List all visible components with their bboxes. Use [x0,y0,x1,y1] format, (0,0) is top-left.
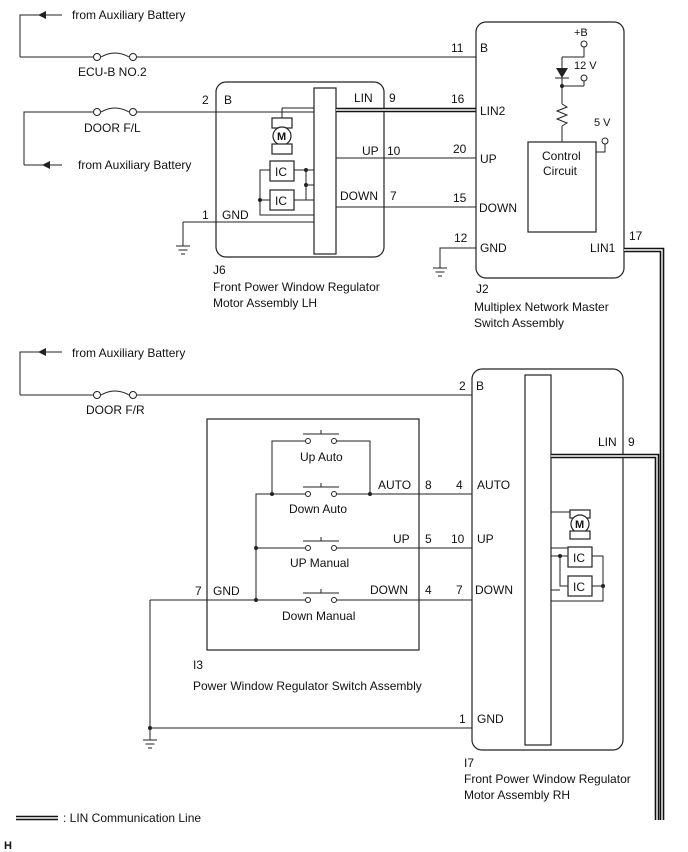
j6-ic-2-label: IC [275,194,287,208]
i7-pin-lin: 9 [628,435,635,449]
j6-name-line1: Front Power Window Regulator [213,280,380,294]
j2-label-down: DOWN [479,201,517,215]
motor-icon [271,117,293,155]
j6-ecu-bar [313,87,337,255]
i7-pin-b: 2 [459,379,466,393]
ground-icon [176,245,190,255]
door-fr-feed [19,348,525,399]
i7-label-b: B [476,379,484,393]
i7-label-auto: AUTO [477,478,510,492]
legend-label: : LIN Communication Line [63,811,201,825]
i7-label-up: UP [477,532,494,546]
from-aux-battery-label-3: from Auxiliary Battery [72,346,185,360]
i3-name: Power Window Regulator Switch Assembly [193,679,422,693]
i7-ic-2-label: IC [573,580,585,594]
ground-icon [143,739,157,749]
j2-label-gnd: GND [480,241,507,255]
i7-label-gnd: GND [477,712,504,726]
i3-label-up: UP [393,532,410,546]
i3-pin-down: 4 [425,583,432,597]
j6-label-gnd: GND [222,208,249,222]
j2-label-lin2: LIN2 [480,104,506,118]
j6-label-lin: LIN [354,91,373,105]
switch-up-manual [303,537,339,551]
i7-motor-label: M [575,519,584,531]
resistor-icon [555,103,569,127]
i7-pin-auto: 4 [456,478,463,492]
switch-down-manual [303,589,339,603]
i7-ecu-bar [524,374,552,746]
i7-pin-down: 7 [456,583,463,597]
fuse-ecub-label: ECU-B NO.2 [78,65,147,79]
j2-label-b: B [480,41,488,55]
i3-switch-box [206,418,420,651]
door-fl-feed [23,107,314,169]
j2-label-lin1: LIN1 [590,241,616,255]
i3-label-gnd: GND [213,584,240,598]
i7-label-down: DOWN [475,583,513,597]
i7-ic-1 [567,546,593,568]
j2-5v-label: 5 V [594,117,611,129]
j2-name-line1: Multiplex Network Master [474,300,609,314]
sw-down-manual-label: Down Manual [282,609,355,623]
j6-ic-1 [269,160,295,182]
i3-label-down: DOWN [370,583,408,597]
j6-label-up: UP [362,144,379,158]
sw-down-auto-label: Down Auto [289,502,347,516]
switch-up-auto [303,430,339,444]
i7-pin-up: 10 [451,532,465,546]
j6-label-b: B [224,93,232,107]
j6-pin-b: 2 [202,93,209,107]
j6-ic-1-label: IC [275,165,287,179]
i3-id: I3 [193,658,203,672]
i3-label-auto: AUTO [378,478,411,492]
motor-icon [569,509,591,540]
i7-name-line2: Motor Assembly RH [464,788,570,802]
aux-battery-feed-ecub [19,11,476,61]
j6-name-line2: Motor Assembly LH [213,296,317,310]
j2-control-line2: Circuit [543,164,578,178]
switch-down-auto [303,483,339,497]
j2-control-circuit [527,141,597,233]
j2-pin-down: 15 [453,191,467,205]
fuse-door-fl-label: DOOR F/L [84,121,141,135]
i7-pin-gnd: 1 [459,712,466,726]
i7-name-line1: Front Power Window Regulator [464,772,631,786]
j2-pin-up: 20 [453,142,467,156]
j6-label-down: DOWN [340,189,378,203]
j2-pin-lin2: 16 [451,92,465,106]
j2-pin-gnd: 12 [454,231,468,245]
j6-pin-down: 7 [390,189,397,203]
sw-up-manual-label: UP Manual [290,556,349,570]
j6-id: J6 [213,263,226,277]
j2-plus-b: +B [574,27,588,39]
j6-pin-gnd: 1 [202,208,209,222]
i3-pin-auto: 8 [425,478,432,492]
j6-pin-lin: 9 [389,91,396,105]
ground-icon [433,267,447,277]
fuse-door-fr-label: DOOR F/R [86,403,145,417]
j2-id: J2 [476,282,489,296]
j2-name-line2: Switch Assembly [474,316,564,330]
j2-pin-b: 11 [451,41,464,55]
i3-pin-gnd: 7 [195,584,202,598]
j6-motor-label: M [277,131,286,143]
j2-label-up: UP [480,152,497,166]
from-aux-battery-label-2: from Auxiliary Battery [78,158,191,172]
corner-mark: H [4,840,12,852]
i3-pin-up: 5 [425,532,432,546]
i7-id: I7 [464,756,474,770]
j2-control-line1: Control [542,149,581,163]
sw-up-auto-label: Up Auto [300,450,343,464]
j2-pin-lin1: 17 [629,229,643,243]
from-aux-battery-label-1: from Auxiliary Battery [72,8,185,22]
i7-label-lin: LIN [598,435,617,449]
j6-pin-up: 10 [387,144,401,158]
i7-ic-1-label: IC [573,551,585,565]
j2-12v-label: 12 V [574,60,597,72]
